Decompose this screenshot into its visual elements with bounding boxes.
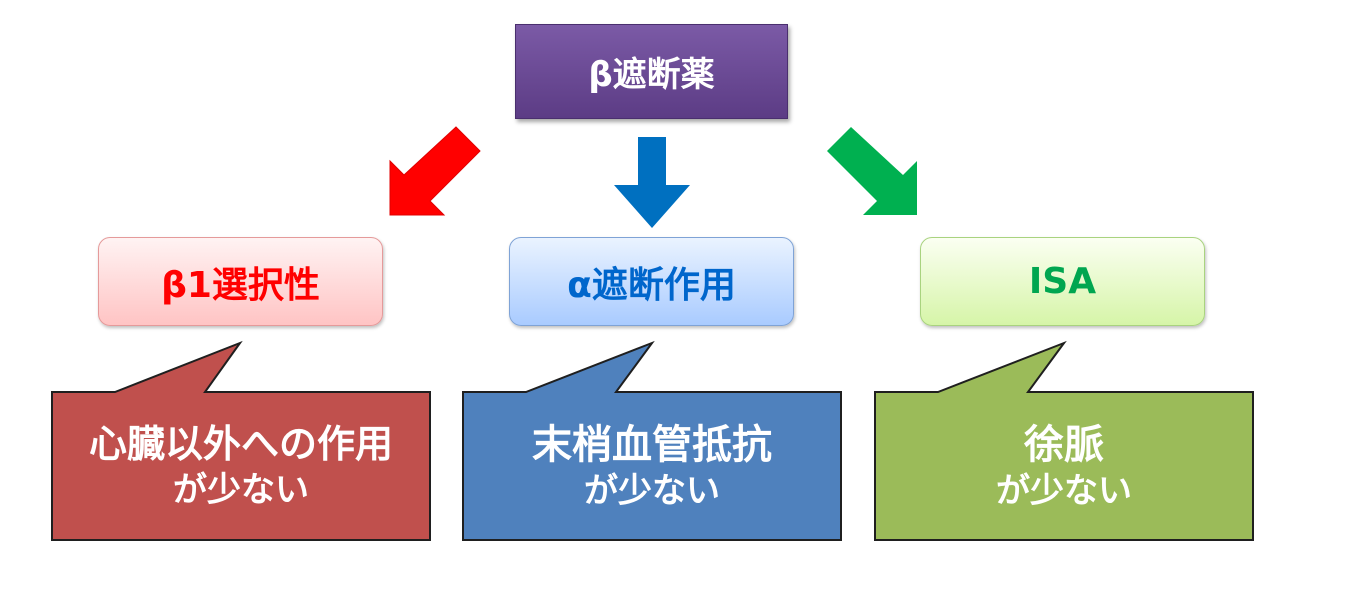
arrow-green bbox=[827, 127, 917, 215]
arrow-red bbox=[389, 126, 481, 216]
callout-line2: が少ない bbox=[584, 470, 720, 511]
category-alpha-blocking: α遮断作用 bbox=[509, 237, 794, 326]
category-beta1-selectivity: β1選択性 bbox=[98, 237, 383, 326]
callout-line1: 徐脈 bbox=[1024, 421, 1104, 468]
callout-text-3: 徐脈 が少ない bbox=[875, 392, 1253, 540]
callout-shape-1 bbox=[51, 340, 431, 541]
arrow-blue bbox=[614, 137, 690, 228]
callout-shape-3 bbox=[874, 340, 1254, 541]
category-label: β1選択性 bbox=[161, 264, 320, 306]
root-node-label: β遮断薬 bbox=[588, 55, 715, 95]
callout-shape-2 bbox=[462, 340, 842, 541]
callout-line1: 末梢血管抵抗 bbox=[532, 421, 772, 468]
category-label: α遮断作用 bbox=[567, 264, 736, 306]
callout-line2: が少ない bbox=[996, 470, 1132, 511]
category-label: ISA bbox=[1028, 261, 1097, 302]
callout-line1: 心臓以外への作用 bbox=[88, 422, 393, 466]
callout-text-2: 末梢血管抵抗 が少ない bbox=[463, 392, 841, 540]
category-isa: ISA bbox=[920, 237, 1205, 326]
root-node-beta-blocker: β遮断薬 bbox=[515, 24, 788, 119]
callout-line2: が少ない bbox=[173, 469, 309, 510]
callout-text-1: 心臓以外への作用 が少ない bbox=[52, 392, 430, 540]
